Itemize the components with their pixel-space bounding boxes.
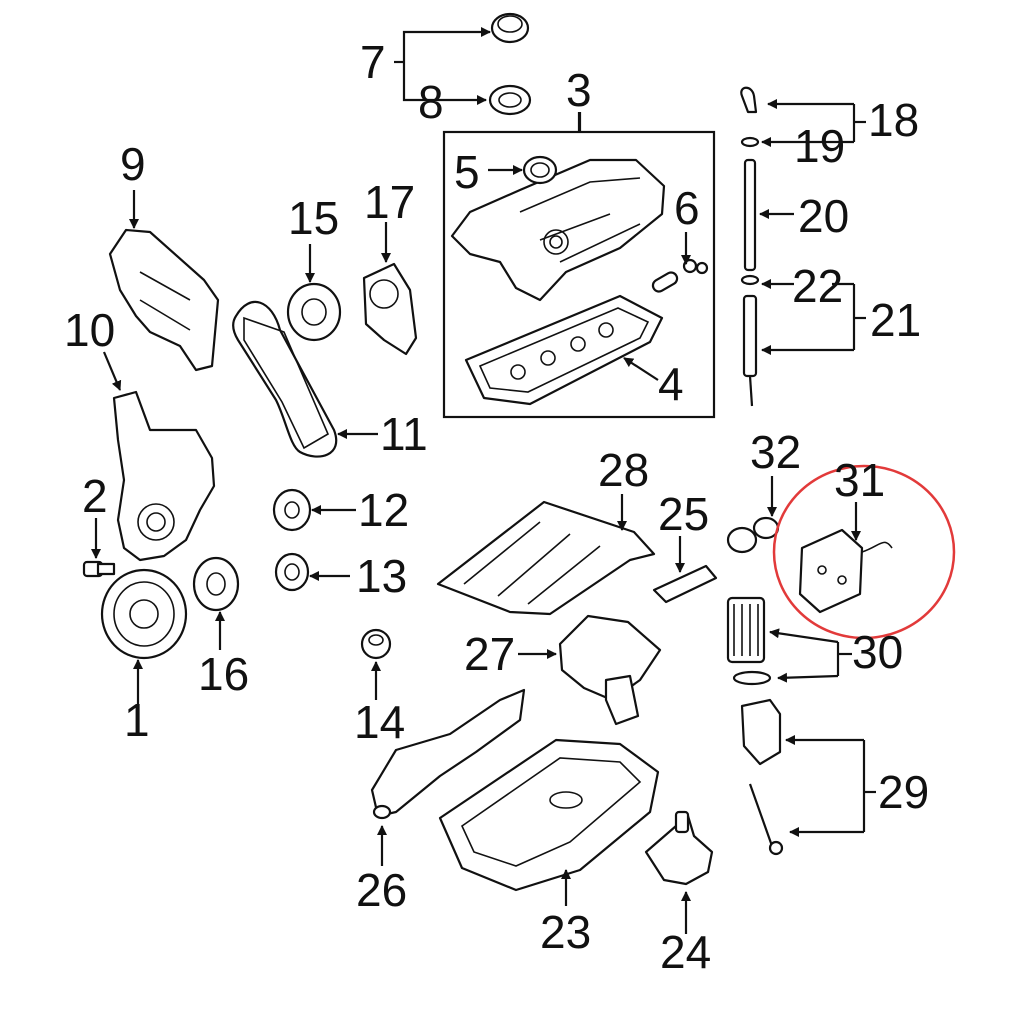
- oil-pickup-tube[interactable]: [652, 564, 718, 604]
- callout-13: 13: [356, 550, 407, 602]
- spacer-bushing[interactable]: [360, 628, 392, 660]
- callout-25: 25: [658, 488, 709, 540]
- oil-filler-cap-seal[interactable]: [488, 84, 532, 116]
- callout-23: 23: [540, 906, 591, 958]
- oil-dipstick[interactable]: [740, 86, 760, 407]
- callout-31: 31: [834, 454, 885, 506]
- callout-11: 11: [380, 408, 428, 460]
- callout-1: 1: [124, 694, 150, 746]
- oil-filter-housing[interactable]: [644, 810, 714, 886]
- callout-10: 10: [64, 304, 115, 356]
- callout-17: 17: [364, 176, 415, 228]
- callout-16: 16: [198, 648, 249, 700]
- oil-level-sensor[interactable]: [740, 698, 784, 856]
- upper-timing-cover[interactable]: [108, 228, 220, 372]
- water-pump[interactable]: [362, 262, 418, 356]
- oil-baffle[interactable]: [436, 500, 656, 616]
- callout-3: 3: [566, 64, 592, 116]
- idler-pulley[interactable]: [272, 488, 312, 532]
- oil-pan[interactable]: [438, 738, 660, 892]
- callout-18: 18: [868, 94, 919, 146]
- callout-6: 6: [674, 182, 700, 234]
- callout-19: 19: [794, 120, 845, 172]
- callout-29: 29: [878, 766, 929, 818]
- callout-5: 5: [454, 146, 480, 198]
- oil-filler-cap[interactable]: [490, 12, 530, 44]
- callout-30: 30: [852, 626, 903, 678]
- tensioner-pulley[interactable]: [286, 282, 342, 342]
- valve-cover[interactable]: [450, 158, 666, 302]
- callout-7: 7: [360, 36, 386, 88]
- callout-27: 27: [464, 628, 515, 680]
- crankshaft-pulley[interactable]: [100, 568, 188, 660]
- oil-cap-seal[interactable]: [522, 155, 558, 185]
- idler-pulley-small[interactable]: [274, 552, 310, 592]
- callout-21: 21: [870, 294, 921, 346]
- oil-cooler-gasket[interactable]: [726, 516, 780, 554]
- callout-24: 24: [660, 926, 711, 978]
- callout-12: 12: [358, 484, 409, 536]
- highlight-circle: [772, 464, 956, 640]
- breather-fitting[interactable]: [651, 258, 709, 294]
- callout-4: 4: [658, 358, 684, 410]
- callout-32: 32: [750, 426, 801, 478]
- callout-9: 9: [120, 138, 146, 190]
- oil-filter[interactable]: [726, 596, 772, 686]
- pulley-bolt[interactable]: [82, 560, 116, 578]
- valve-cover-gasket[interactable]: [464, 294, 664, 406]
- timing-belt[interactable]: [232, 300, 338, 458]
- callout-28: 28: [598, 444, 649, 496]
- lower-timing-cover[interactable]: [112, 390, 216, 562]
- callout-15: 15: [288, 192, 339, 244]
- callout-20: 20: [798, 190, 849, 242]
- callout-22: 22: [792, 260, 843, 312]
- callout-26: 26: [356, 864, 407, 916]
- oil-pan-baffle-plate[interactable]: [370, 688, 526, 820]
- oil-cooler[interactable]: [798, 528, 893, 614]
- crankshaft-sprocket[interactable]: [192, 556, 240, 612]
- callout-14: 14: [354, 696, 405, 748]
- oil-pump[interactable]: [558, 614, 662, 726]
- callout-8: 8: [418, 76, 444, 128]
- callout-2: 2: [82, 470, 108, 522]
